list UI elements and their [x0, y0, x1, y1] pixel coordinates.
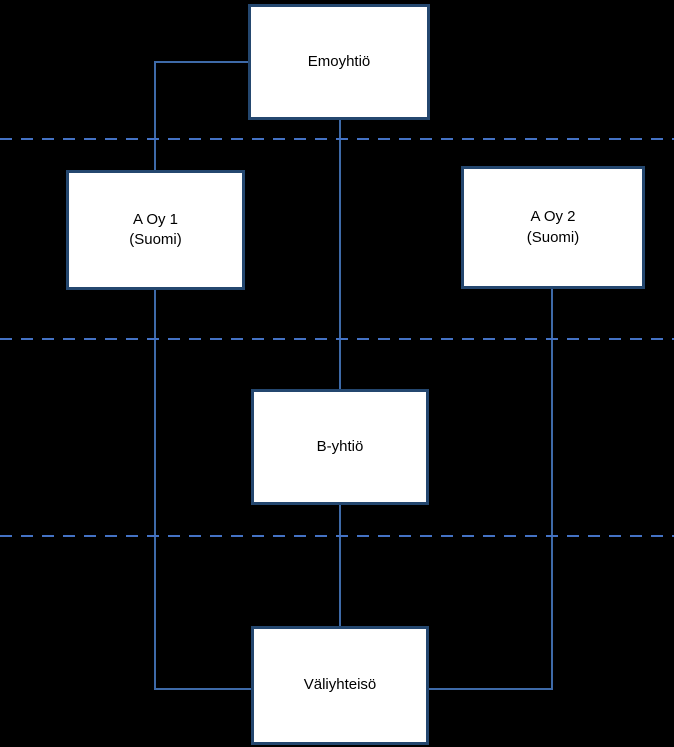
node-a-oy-1-sublabel: (Suomi)	[129, 231, 182, 248]
dashed-separator-2	[0, 338, 674, 340]
node-valiyhteiso-label: Väliyhteisö	[303, 676, 377, 694]
connector-b-yhtio-to-valiyhteiso	[339, 503, 341, 628]
node-b-yhtio-label: B-yhtiö	[316, 437, 364, 455]
node-a-oy-2-label: A Oy 2	[530, 208, 576, 226]
dashed-separator-1	[0, 138, 674, 140]
node-b-yhtio: B-yhtiö	[251, 389, 429, 505]
node-emoyhtio: Emoyhtiö	[248, 4, 430, 120]
connector-right-to-valiyhteiso	[427, 688, 553, 690]
connector-emoyhtio-to-left-column	[154, 61, 249, 63]
dashed-separator-3	[0, 535, 674, 537]
node-a-oy-1: A Oy 1 (Suomi)	[66, 170, 245, 290]
node-valiyhteiso: Väliyhteisö	[251, 626, 429, 745]
node-a-oy-2-sublabel: (Suomi)	[526, 228, 580, 246]
connector-emoyhtio-to-b-yhtio	[339, 118, 341, 390]
node-a-oy-1-label: A Oy 1	[132, 210, 179, 228]
connector-a-oy-2-vertical	[551, 287, 553, 690]
connector-left-to-valiyhteiso	[154, 688, 253, 690]
connector-left-vertical-spine	[154, 61, 156, 690]
node-emoyhtio-label: Emoyhtiö	[307, 52, 371, 70]
node-a-oy-2: A Oy 2 (Suomi)	[461, 166, 645, 289]
